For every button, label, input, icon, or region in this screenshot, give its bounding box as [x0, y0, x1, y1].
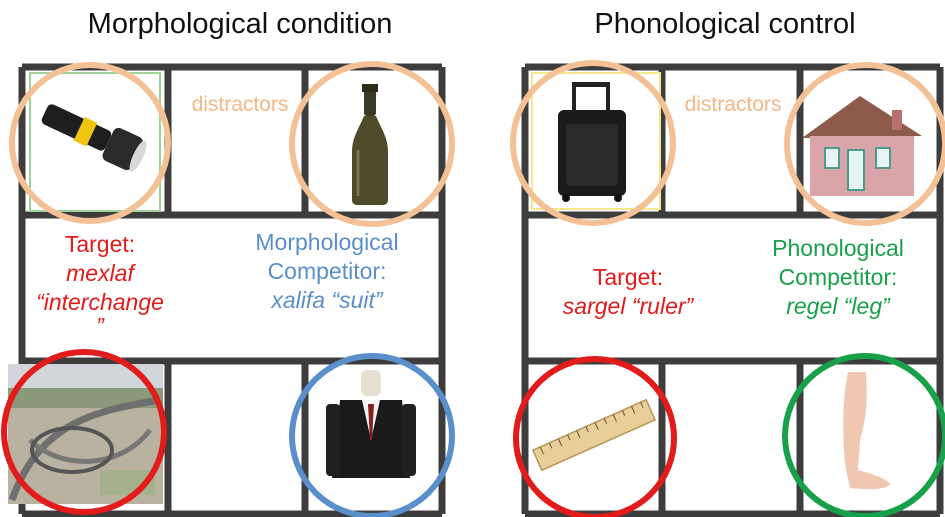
target-gloss: “ruler” — [631, 292, 694, 319]
suitcase-image — [531, 72, 661, 210]
competitor-heading-line2: Competitor: — [267, 257, 387, 284]
competitor-word-gloss: regel “leg” — [738, 292, 938, 321]
target-gloss-end: ” — [96, 313, 104, 340]
target-heading: Target: — [64, 231, 136, 257]
title-morphological-condition: Morphological condition — [87, 8, 393, 40]
house-image — [802, 96, 922, 196]
distractor-circle — [9, 62, 171, 224]
distractor-circle — [289, 61, 455, 227]
bottle-image — [352, 84, 388, 205]
competitor-word: xalifa — [271, 286, 326, 313]
distractors-label: distractors — [191, 93, 289, 116]
title-phonological-control: Phonological control — [594, 8, 856, 40]
competitor-circle — [289, 353, 455, 517]
target-heading: Target: — [592, 264, 664, 290]
target-circle — [513, 356, 677, 517]
target-circle — [1, 349, 167, 515]
leg-image — [843, 372, 890, 490]
competitor-gloss: “leg” — [843, 292, 890, 319]
competitor-label: Morphological Competitor: xalifa “suit” — [222, 228, 432, 314]
competitor-label: Phonological Competitor: regel “leg” — [738, 234, 938, 320]
competitor-heading-line2: Competitor: — [778, 263, 898, 290]
target-word-gloss: sargel “ruler” — [528, 292, 728, 321]
suit-image — [326, 370, 416, 478]
competitor-word: regel — [786, 292, 838, 319]
competitor-word-gloss: xalifa “suit” — [222, 286, 432, 315]
target-gloss: “interchange — [36, 288, 164, 315]
competitor-circle — [782, 353, 945, 517]
competitor-heading: Morphological — [255, 229, 399, 255]
competitor-heading: Phonological — [772, 235, 904, 261]
ruler-image — [531, 398, 657, 472]
highway-interchange-image — [8, 364, 163, 504]
distractors-label: distractors — [684, 93, 782, 116]
target-label: Target: sargel “ruler” — [528, 263, 728, 321]
competitor-gloss: “suit” — [331, 286, 383, 313]
target-word: mexlaf — [66, 259, 134, 286]
target-label: Target: mexlaf “interchange ” — [30, 230, 170, 340]
flashlight-image — [29, 72, 161, 212]
distractor-circle — [510, 60, 676, 226]
target-word: sargel — [562, 292, 626, 319]
distractor-circle — [784, 62, 945, 226]
